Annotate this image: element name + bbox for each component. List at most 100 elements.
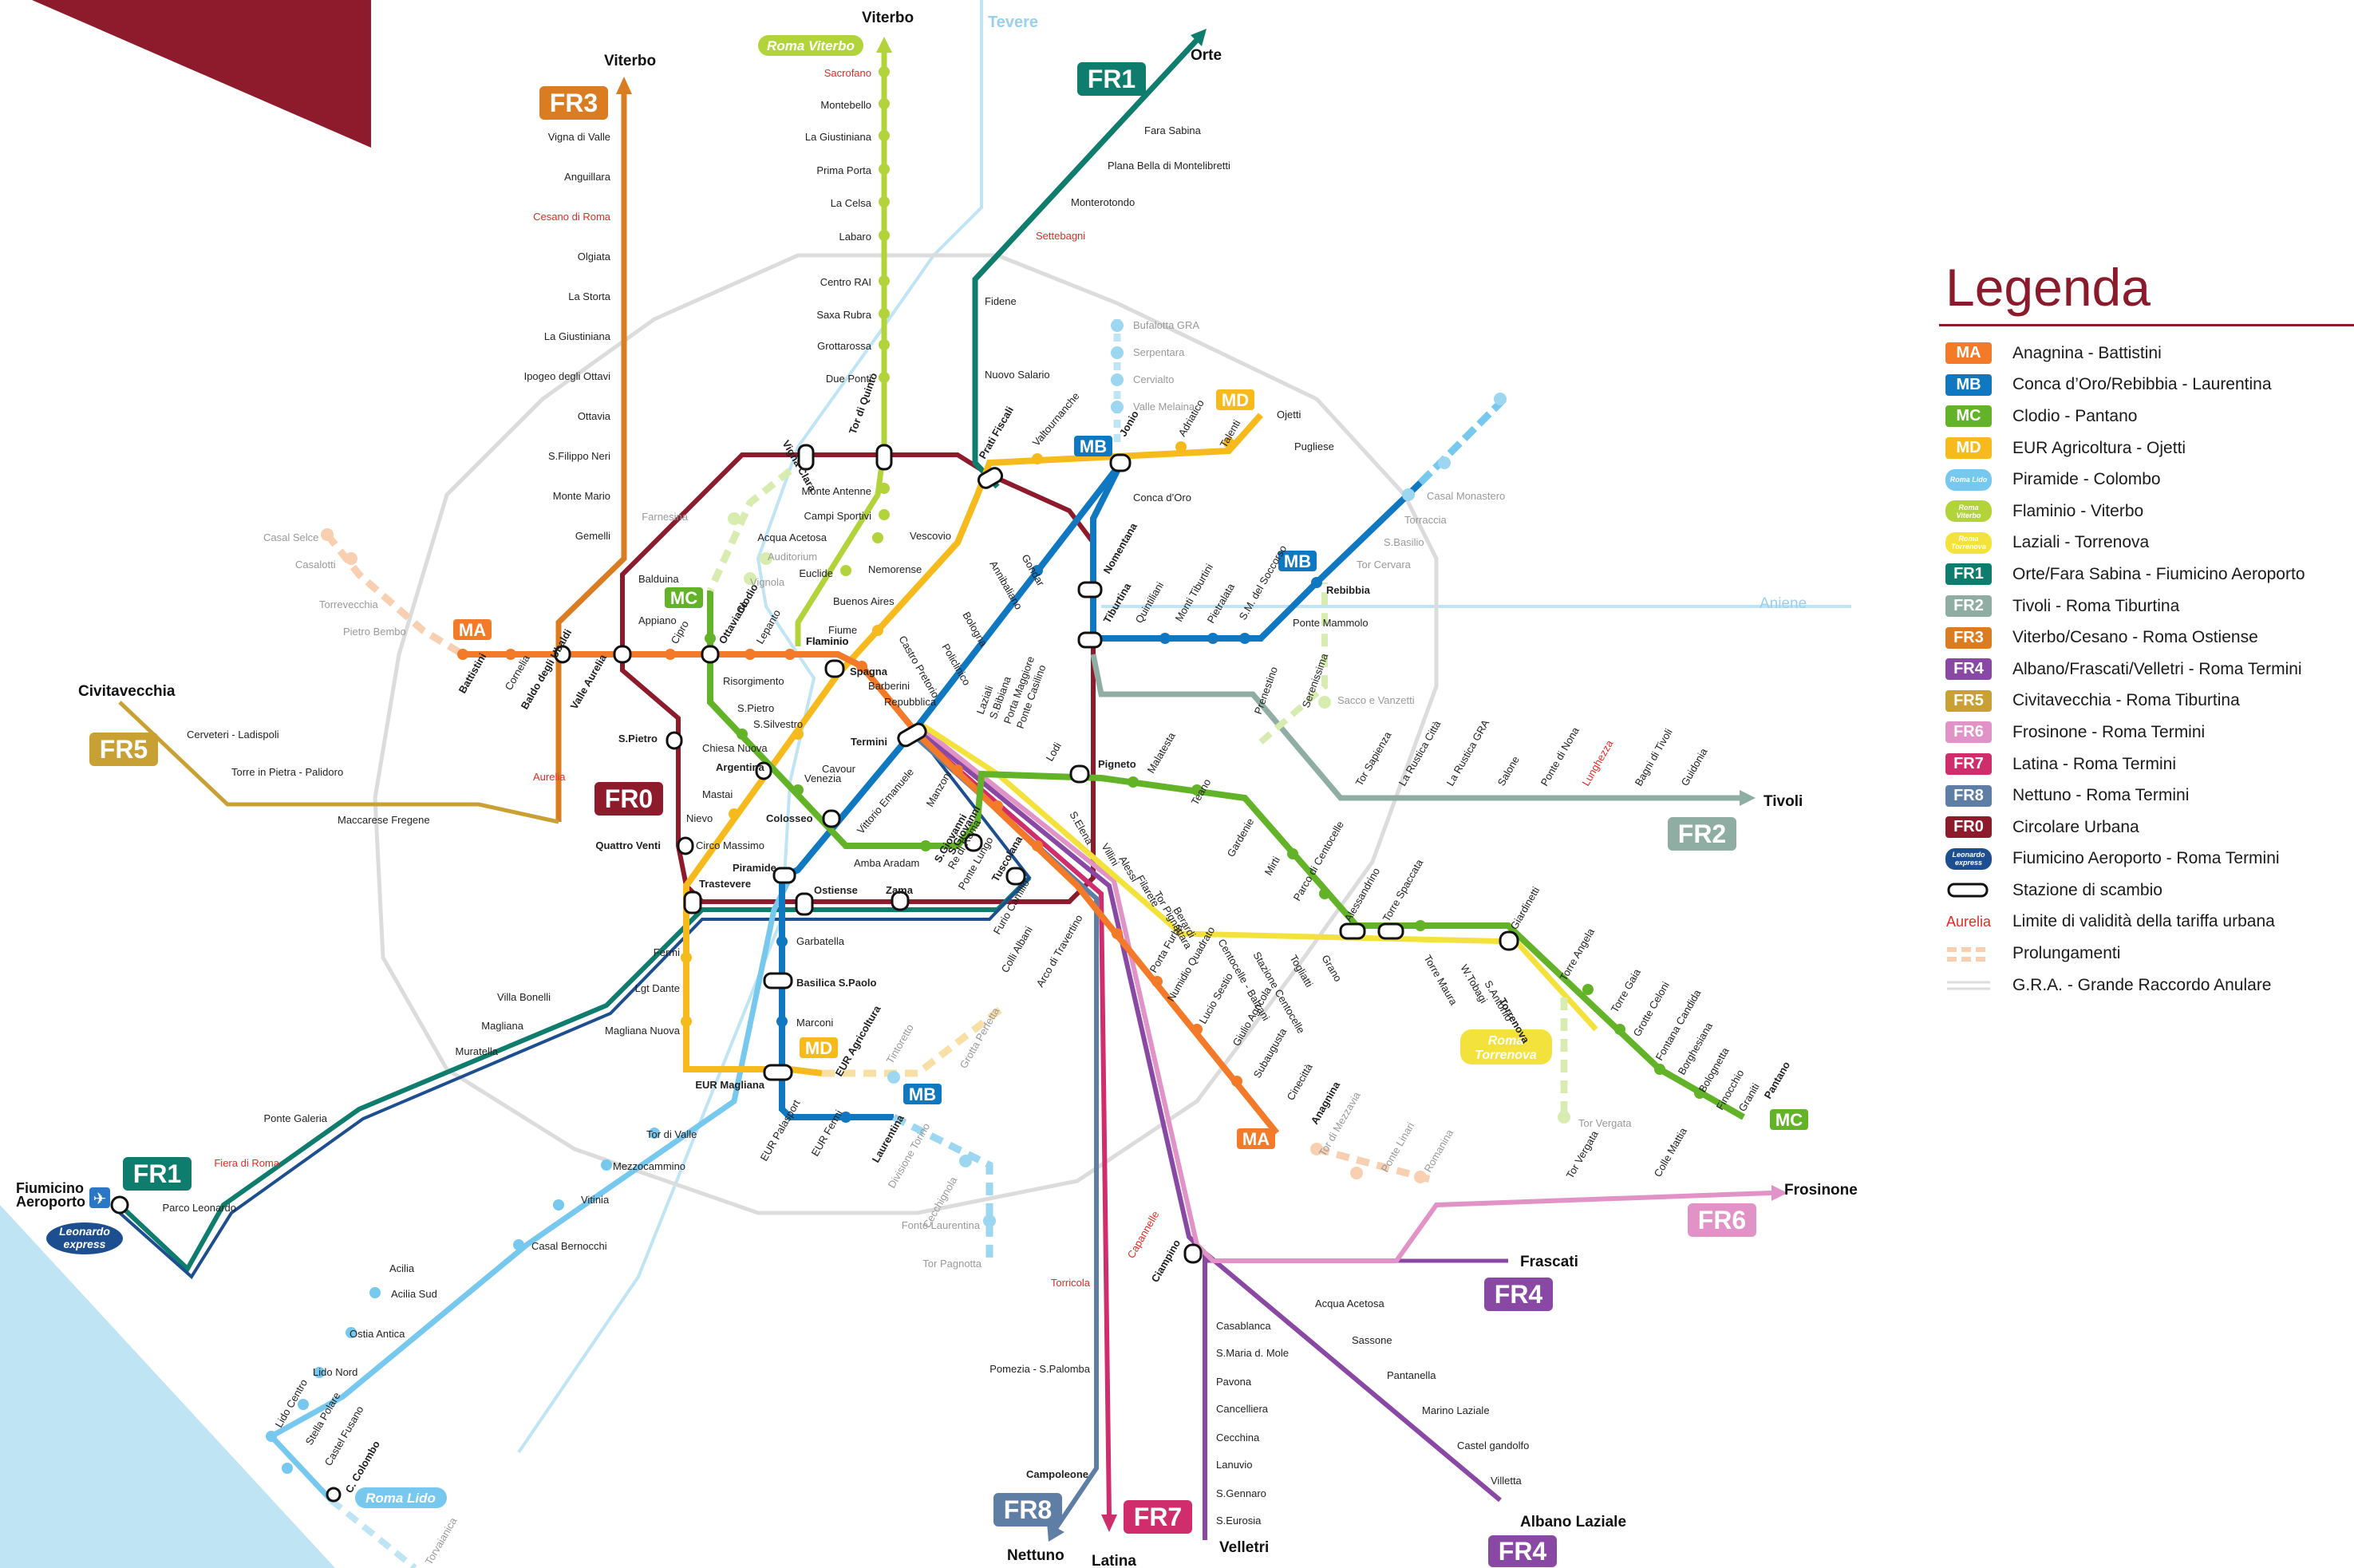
svg-text:Nemorense: Nemorense xyxy=(868,563,922,575)
legend-label: Conca d’Oro/Rebibbia - Laurentina xyxy=(2012,375,2272,394)
legend-label: Limite di validità della tariffa urbana xyxy=(2012,912,2275,931)
line-badge-fr6: FR6 xyxy=(1688,1203,1756,1237)
svg-text:Salone: Salone xyxy=(1495,754,1522,788)
svg-text:Acilia Sud: Acilia Sud xyxy=(391,1288,437,1300)
svg-text:Roma: Roma xyxy=(1488,1034,1524,1048)
line-badge-fr0: FR0 xyxy=(594,782,663,816)
svg-text:EUR Agricoltura: EUR Agricoltura xyxy=(833,1003,883,1079)
fr7-arrow xyxy=(1101,1515,1117,1532)
svg-text:Togliatti: Togliatti xyxy=(1287,953,1315,989)
corner-decoration-bottom xyxy=(0,1205,335,1568)
svg-text:Capannelle: Capannelle xyxy=(1125,1209,1162,1260)
legend-label: Latina - Roma Termini xyxy=(2012,754,2177,773)
line-badge-fr3: FR3 xyxy=(539,86,608,120)
svg-text:Villetta: Villetta xyxy=(1491,1475,1523,1487)
svg-text:Tintoretto: Tintoretto xyxy=(884,1022,916,1066)
svg-text:Tor Vergata: Tor Vergata xyxy=(1578,1117,1632,1129)
svg-text:FR2: FR2 xyxy=(1678,820,1726,848)
legend-title: Legenda xyxy=(1945,258,2151,317)
svg-text:Lunghezza: Lunghezza xyxy=(1580,737,1616,788)
svg-text:Flaminio: Flaminio xyxy=(806,635,849,647)
line-roma-lido-ext xyxy=(329,1497,417,1568)
extension-dots xyxy=(321,528,1427,1183)
svg-text:Grano: Grano xyxy=(1319,953,1344,984)
svg-text:FR8: FR8 xyxy=(1004,1495,1052,1524)
gra-ring xyxy=(373,253,1439,1215)
svg-text:Conca d’Oro: Conca d’Oro xyxy=(1133,492,1191,504)
svg-text:Marconi: Marconi xyxy=(796,1017,833,1029)
svg-text:Fermi: Fermi xyxy=(654,946,680,958)
roma-lido-badge: Roma Lido xyxy=(355,1487,447,1508)
legend-item-fr4: FR4 Albano/Frascati/Velletri - Roma Termi… xyxy=(1939,654,2354,685)
svg-text:Vescovio: Vescovio xyxy=(910,530,951,542)
svg-text:Flaminio: Flaminio xyxy=(806,635,849,647)
svg-text:Roma Viterbo: Roma Viterbo xyxy=(767,38,855,53)
svg-text:La Giustiniana: La Giustiniana xyxy=(544,330,611,342)
legend-label: Prolungamenti xyxy=(2012,944,2121,963)
svg-text:MB: MB xyxy=(909,1084,936,1104)
svg-text:Pavona: Pavona xyxy=(1216,1376,1252,1388)
legend-label: Civitavecchia - Roma Tiburtina xyxy=(2012,691,2240,710)
legend-badge-fr0: FR0 xyxy=(1945,816,1992,839)
svg-text:Casal Bernocchi: Casal Bernocchi xyxy=(531,1240,607,1252)
svg-text:S.Pietro: S.Pietro xyxy=(618,733,658,745)
svg-text:Garbatella: Garbatella xyxy=(796,935,845,947)
svg-text:Nuovo Salario: Nuovo Salario xyxy=(985,369,1050,381)
corner-decoration-top xyxy=(0,0,371,148)
svg-text:Baldo degli Ubaldi: Baldo degli Ubaldi xyxy=(519,627,575,712)
legend-divider xyxy=(1939,324,2354,326)
svg-text:Plana Bella di Montelibretti: Plana Bella di Montelibretti xyxy=(1108,160,1230,172)
svg-text:Termini: Termini xyxy=(851,736,887,748)
svg-text:Casal Monastero: Casal Monastero xyxy=(1427,490,1505,502)
svg-text:Leonardo: Leonardo xyxy=(59,1225,110,1238)
legend-label: Albano/Frascati/Velletri - Roma Termini xyxy=(2012,659,2302,678)
fr8-arrow xyxy=(1047,1523,1064,1542)
svg-text:Pigneto: Pigneto xyxy=(1098,758,1136,770)
svg-text:Grotte Celoni: Grotte Celoni xyxy=(1631,980,1672,1039)
svg-text:Cancelliera: Cancelliera xyxy=(1216,1403,1269,1415)
svg-text:Rebibbia: Rebibbia xyxy=(1326,584,1371,596)
fr1-arrow xyxy=(1191,29,1207,46)
terminal-aeroporto: Aeroporto xyxy=(16,1194,85,1210)
svg-text:S.M. del Soccorso: S.M. del Soccorso xyxy=(1237,543,1290,622)
svg-text:Gardenie: Gardenie xyxy=(1225,816,1257,859)
svg-text:Lgt Dante: Lgt Dante xyxy=(635,982,680,994)
svg-text:Mezzocammino: Mezzocammino xyxy=(613,1160,685,1172)
legend-badge-fr6: FR6 xyxy=(1945,721,1992,744)
svg-text:Pantano: Pantano xyxy=(1762,1060,1793,1101)
svg-text:MB: MB xyxy=(1080,436,1107,456)
svg-text:Maccarese Fregene: Maccarese Fregene xyxy=(338,814,430,826)
terminal-civitavecchia: Civitavecchia xyxy=(78,683,176,700)
svg-text:Ojetti: Ojetti xyxy=(1277,409,1301,421)
svg-text:Prima Porta: Prima Porta xyxy=(816,164,871,176)
leonardo-express-badge: Leonardo express xyxy=(46,1222,123,1254)
legend-item-fr0: FR0 Circolare Urbana xyxy=(1939,812,2354,843)
svg-text:Torraccia: Torraccia xyxy=(1404,514,1448,526)
terminal-orte: Orte xyxy=(1191,47,1222,64)
svg-text:Olgiata: Olgiata xyxy=(578,251,611,263)
svg-text:Montebello: Montebello xyxy=(820,99,871,111)
svg-text:Muratella: Muratella xyxy=(456,1045,499,1057)
terminal-frascati: Frascati xyxy=(1520,1254,1578,1270)
svg-text:Tor Sapienza: Tor Sapienza xyxy=(1353,729,1394,788)
svg-text:Acqua Acetosa: Acqua Acetosa xyxy=(757,531,827,543)
svg-text:Tor di Valle: Tor di Valle xyxy=(646,1128,697,1140)
line-torrenova xyxy=(916,720,1598,1032)
svg-text:S.Filippo Neri: S.Filippo Neri xyxy=(548,450,610,462)
legend-badge-fr4: FR4 xyxy=(1945,658,1992,681)
legend-label: Circolare Urbana xyxy=(2012,817,2139,836)
svg-text:Monte Mario: Monte Mario xyxy=(553,490,610,502)
svg-text:Roma Lido: Roma Lido xyxy=(365,1491,436,1506)
svg-text:S.Silvestro: S.Silvestro xyxy=(753,718,803,730)
svg-text:Circo Massimo: Circo Massimo xyxy=(696,839,764,851)
svg-text:Manzoni: Manzoni xyxy=(924,768,954,808)
svg-text:Ostiense: Ostiense xyxy=(814,884,858,896)
line-torrenova-prolung xyxy=(1258,583,1328,745)
legend-label: Piramide - Colombo xyxy=(2012,470,2161,489)
svg-text:Gemelli: Gemelli xyxy=(575,530,610,542)
svg-text:Bufalotta GRA: Bufalotta GRA xyxy=(1133,319,1199,331)
